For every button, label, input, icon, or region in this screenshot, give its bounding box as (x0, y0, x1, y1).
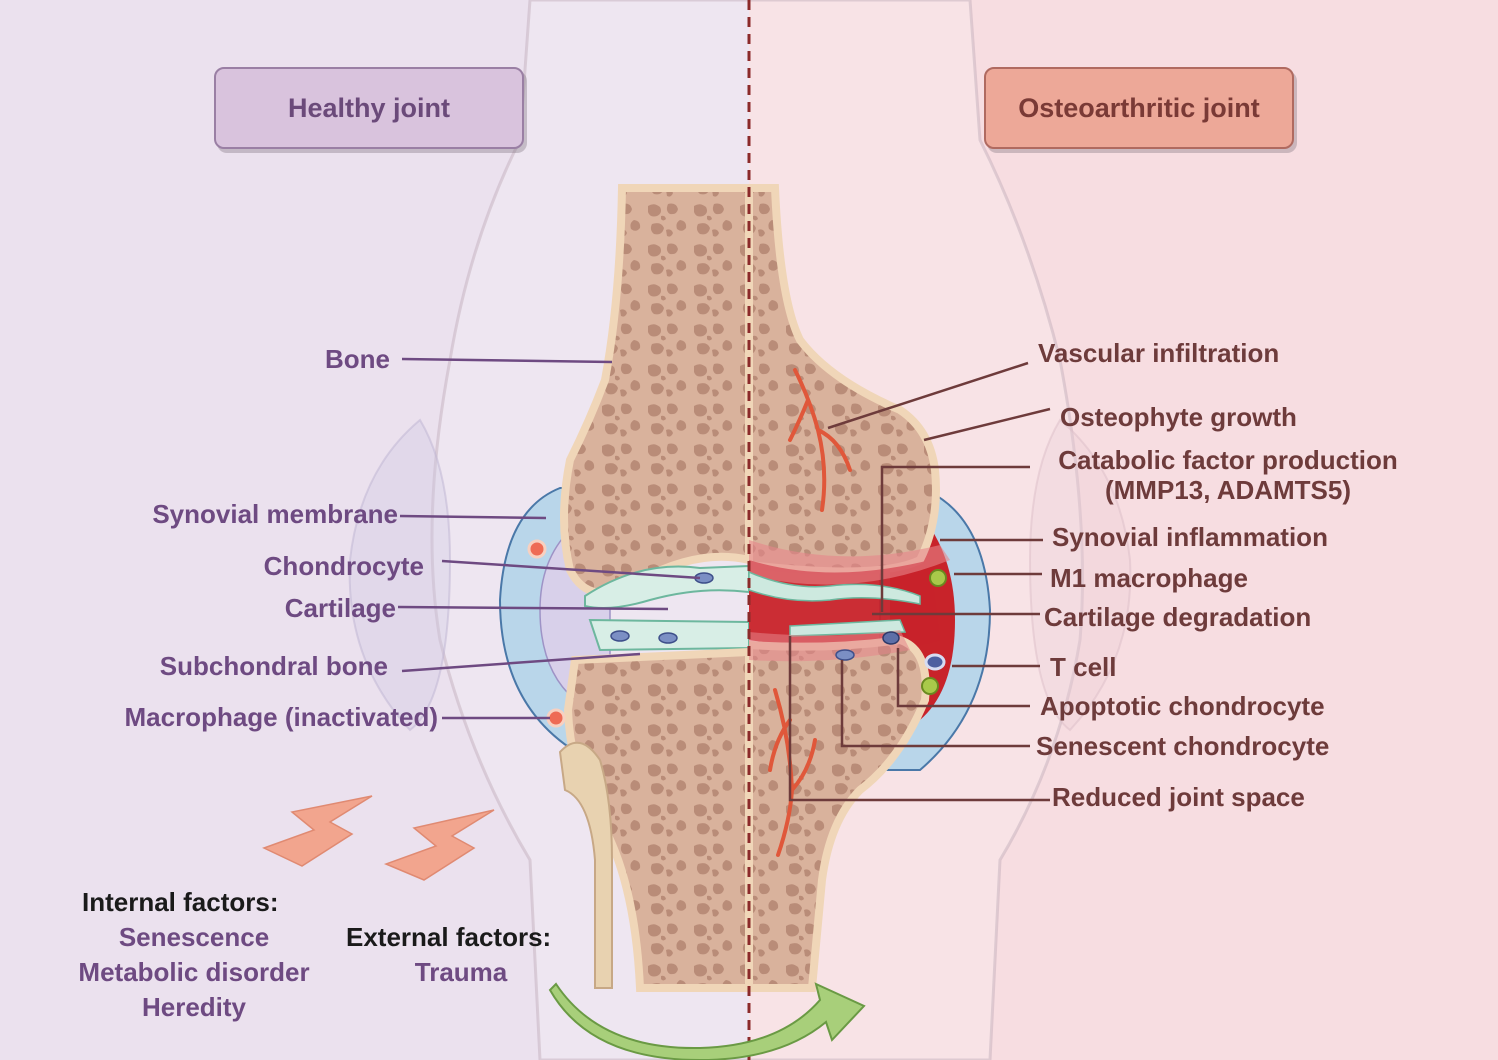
internal-factors-title: Internal factors: (82, 887, 279, 917)
oa-leader-lines (788, 361, 1051, 802)
cartilage-femoral-oa (749, 571, 921, 605)
osteoarthritic-joint-header: Osteoarthritic joint (984, 67, 1294, 149)
label-m1-macrophage: M1 macrophage (1050, 563, 1248, 593)
label-vascular-infiltration: Vascular infiltration (1038, 338, 1280, 368)
label-macrophage-inactivated: Macrophage (inactivated) (124, 702, 438, 732)
chondrocyte-cell (658, 632, 678, 644)
healthy-joint-header: Healthy joint (214, 67, 524, 149)
healthy-joint-drawing (498, 184, 749, 992)
macrophage-cell (546, 708, 566, 728)
label-synovial-membrane: Synovial membrane (152, 499, 398, 529)
label-synovial-inflammation: Synovial inflammation (1052, 522, 1328, 552)
label-osteophyte-growth: Osteophyte growth (1060, 402, 1297, 432)
apoptotic-chondrocyte-cell (882, 631, 900, 645)
label-apoptotic-chondrocyte: Apoptotic chondrocyte (1040, 691, 1325, 721)
label-cartilage: Cartilage (284, 593, 396, 623)
chondrocyte-cell (610, 630, 630, 642)
internal-factor-metabolic-disorder: Metabolic disorder (78, 957, 310, 987)
patella-silhouette-right (1028, 418, 1132, 732)
fibula-healthy (558, 741, 613, 989)
healthy-leader-lines (397, 357, 701, 720)
m1-macrophage-cell (921, 677, 939, 695)
lightning-bolt-icon (262, 795, 373, 867)
label-chondrocyte: Chondrocyte (263, 551, 424, 581)
catabolic-line-1: Catabolic factor production (1058, 445, 1398, 475)
label-catabolic-factor-production: Catabolic factor production (MMP13, ADAM… (1034, 445, 1422, 505)
lightning-bolt-icon (383, 809, 495, 881)
label-senescent-chondrocyte: Senescent chondrocyte (1036, 731, 1330, 761)
label-reduced-joint-space: Reduced joint space (1052, 782, 1305, 812)
label-subchondral-bone: Subchondral bone (159, 651, 388, 681)
senescent-chondrocyte-cell (835, 649, 855, 661)
m1-macrophage-cell (929, 569, 947, 587)
external-factors-title: External factors: (346, 922, 552, 952)
internal-factor-heredity: Heredity (141, 992, 247, 1022)
catabolic-line-2: (MMP13, ADAMTS5) (1104, 475, 1352, 505)
blood-vessel-femur (788, 368, 852, 512)
cartilage-tibial-oa (789, 619, 907, 637)
internal-factor-senescence: Senescence (118, 922, 270, 952)
external-factor-trauma: Trauma (414, 957, 508, 987)
t-cell (924, 653, 946, 671)
macrophage-cell (527, 539, 547, 559)
label-bone: Bone (325, 344, 390, 374)
label-cartilage-degradation: Cartilage degradation (1044, 602, 1312, 632)
blood-vessel-tibia (768, 688, 817, 857)
inflamed-halo (749, 540, 950, 585)
label-t-cell: T cell (1050, 652, 1117, 682)
patella-silhouette-left (348, 418, 452, 732)
progression-arrow-icon (548, 982, 866, 1060)
